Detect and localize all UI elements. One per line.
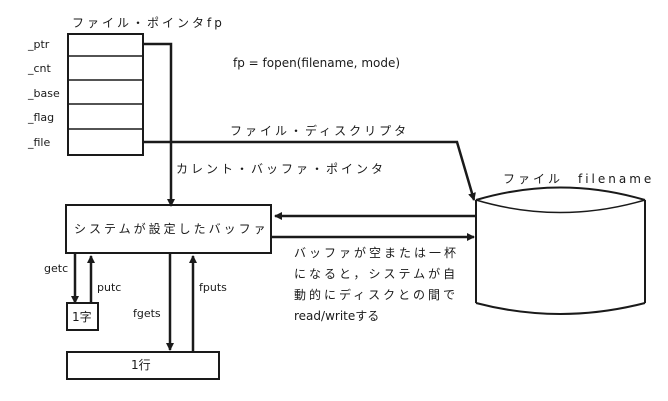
file-pointer-struct-box — [67, 33, 144, 156]
description-line-1: バッファが空または一杯 — [294, 246, 460, 260]
file-descriptor-arrow — [143, 140, 476, 201]
fputs-label: fputs — [199, 281, 227, 294]
current-buffer-pointer-arrow — [143, 42, 175, 207]
putc-label: putc — [97, 281, 122, 294]
description-line-4: read/writeする — [294, 309, 380, 323]
file-pointer-title: ファイル・ポインタfp — [72, 16, 225, 30]
field-cnt: _cnt — [28, 62, 51, 75]
one-line-box — [66, 351, 220, 380]
fgets-label: fgets — [133, 307, 161, 320]
current-buffer-pointer-label: カレント・バッファ・ポインタ — [176, 162, 387, 176]
file-descriptor-label: ファイル・ディスクリプタ — [230, 124, 410, 138]
description-line-2: になると，システムが自 — [294, 267, 459, 281]
fopen-call-text: fp = fopen(filename, mode) — [233, 56, 401, 70]
one-char-label: 1字 — [72, 310, 92, 324]
field-file: _file — [28, 136, 51, 149]
file-cylinder — [475, 186, 646, 315]
system-buffer-label: システムが設定したバッファ — [74, 222, 269, 236]
getc-label: getc — [44, 262, 69, 275]
description-line-3: 動的にディスクとの間で — [294, 288, 459, 302]
field-flag: _flag — [28, 111, 55, 124]
field-ptr: _ptr — [28, 38, 50, 51]
file-name-label: ファイル filename — [503, 172, 655, 186]
field-base: _base — [28, 87, 60, 100]
system-buffer-box — [65, 204, 272, 254]
one-line-label: 1行 — [131, 358, 151, 372]
one-char-box — [66, 302, 99, 331]
